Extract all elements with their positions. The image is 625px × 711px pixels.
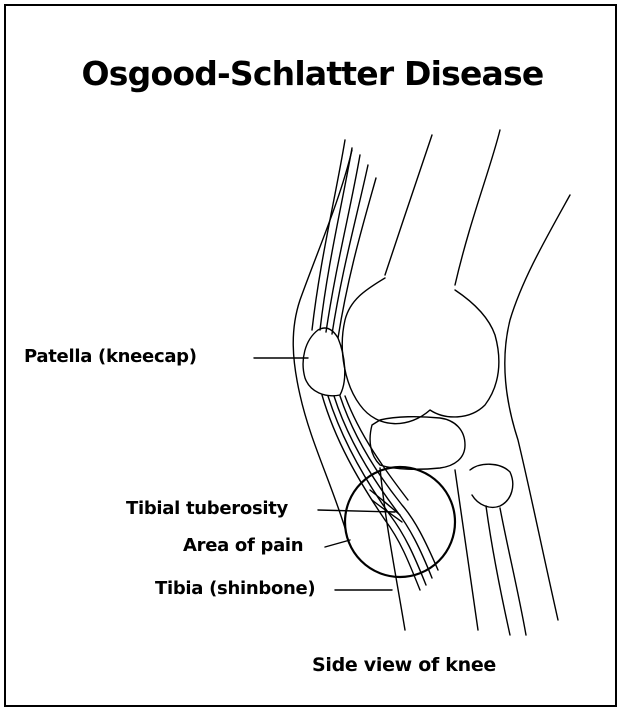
label-patella: Patella (kneecap) [24,346,197,367]
leader-line-tibial-tuberosity [318,510,395,512]
patellar-tendon-fiber [328,396,426,585]
femur-front-line [385,135,432,275]
patellar-tendon-fiber [322,395,420,590]
femur-back-line [455,130,500,285]
skin-outline-back [505,195,570,620]
label-tibial-tuberosity: Tibial tuberosity [126,498,288,519]
skin-outline-front [293,150,352,528]
label-area-of-pain: Area of pain [183,535,303,556]
patellar-tendon-fiber [334,396,432,578]
area-of-pain-circle [345,467,455,577]
quad-tendon-fiber [320,148,352,330]
femur-condyle [342,278,499,424]
tibia-plateau [370,417,465,470]
fibula-head [470,464,513,507]
fibula-shaft-1 [486,506,510,635]
label-tibia: Tibia (shinbone) [155,578,315,599]
fibula-shaft-2 [500,508,526,635]
patellar-tendon-fiber [340,396,438,570]
tibia-shaft-back [455,470,478,630]
quad-tendon-fiber [312,140,345,330]
patellar-tendon-fiber [345,396,408,500]
quad-tendon-fiber [338,178,376,338]
leader-line-area-of-pain [325,540,350,547]
diagram-caption: Side view of knee [312,654,496,676]
